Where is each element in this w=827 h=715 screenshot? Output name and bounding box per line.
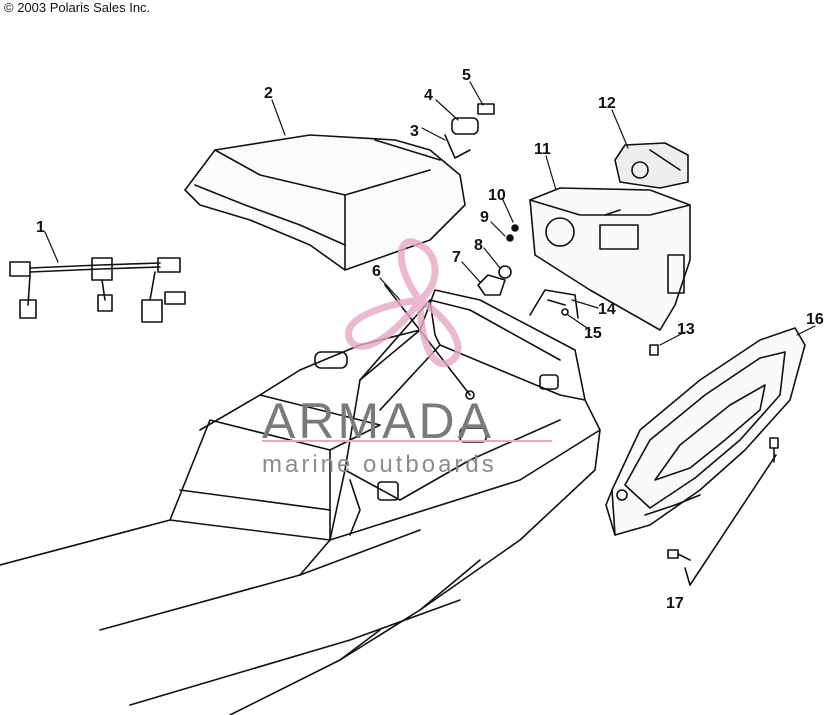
callout-4: 4: [424, 87, 433, 104]
watermark-brand: ARMADA: [262, 393, 494, 449]
callout-12: 12: [598, 95, 616, 112]
callout-16: 16: [806, 311, 824, 328]
callout-9: 9: [480, 209, 489, 226]
callout-15: 15: [584, 325, 602, 342]
chassis-tunnel: [0, 394, 601, 715]
callout-11: 11: [534, 141, 551, 158]
callout-1: 1: [36, 219, 45, 236]
part-2-cover: [184, 134, 466, 271]
callout-3: 3: [410, 123, 419, 140]
callout-10: 10: [488, 187, 506, 204]
part-1-wiring-harness: [9, 257, 186, 323]
callout-2: 2: [264, 85, 273, 102]
watermark-logo: [345, 238, 462, 368]
callout-7: 7: [452, 249, 461, 266]
part-7-8-9-10-bulbs: [477, 224, 519, 296]
watermark-tagline: marine outboards: [262, 451, 497, 478]
copyright-notice: © 2003 Polaris Sales Inc.: [4, 0, 151, 15]
callout-6: 6: [372, 263, 381, 280]
callout-5: 5: [462, 67, 471, 84]
part-14-15-bracket: [529, 289, 579, 319]
leader-lines: [44, 81, 816, 346]
callout-14: 14: [598, 301, 616, 318]
part-16-side-panel: [605, 327, 806, 536]
callout-8: 8: [474, 237, 483, 254]
callout-17: 17: [666, 595, 684, 612]
callout-labels: 1 2 3 4 5 6 7 8 9 10 11 12 13 14 15 16 1…: [36, 67, 824, 612]
part-11-taillight-housing: [529, 187, 691, 331]
callout-13: 13: [677, 321, 695, 338]
watermark: ARMADA marine outboards: [262, 238, 552, 478]
part-17-fasteners: [667, 437, 779, 586]
part-3-4-5-switch: [444, 103, 495, 159]
part-13-screw: [649, 344, 659, 356]
part-12-lens: [614, 142, 689, 189]
